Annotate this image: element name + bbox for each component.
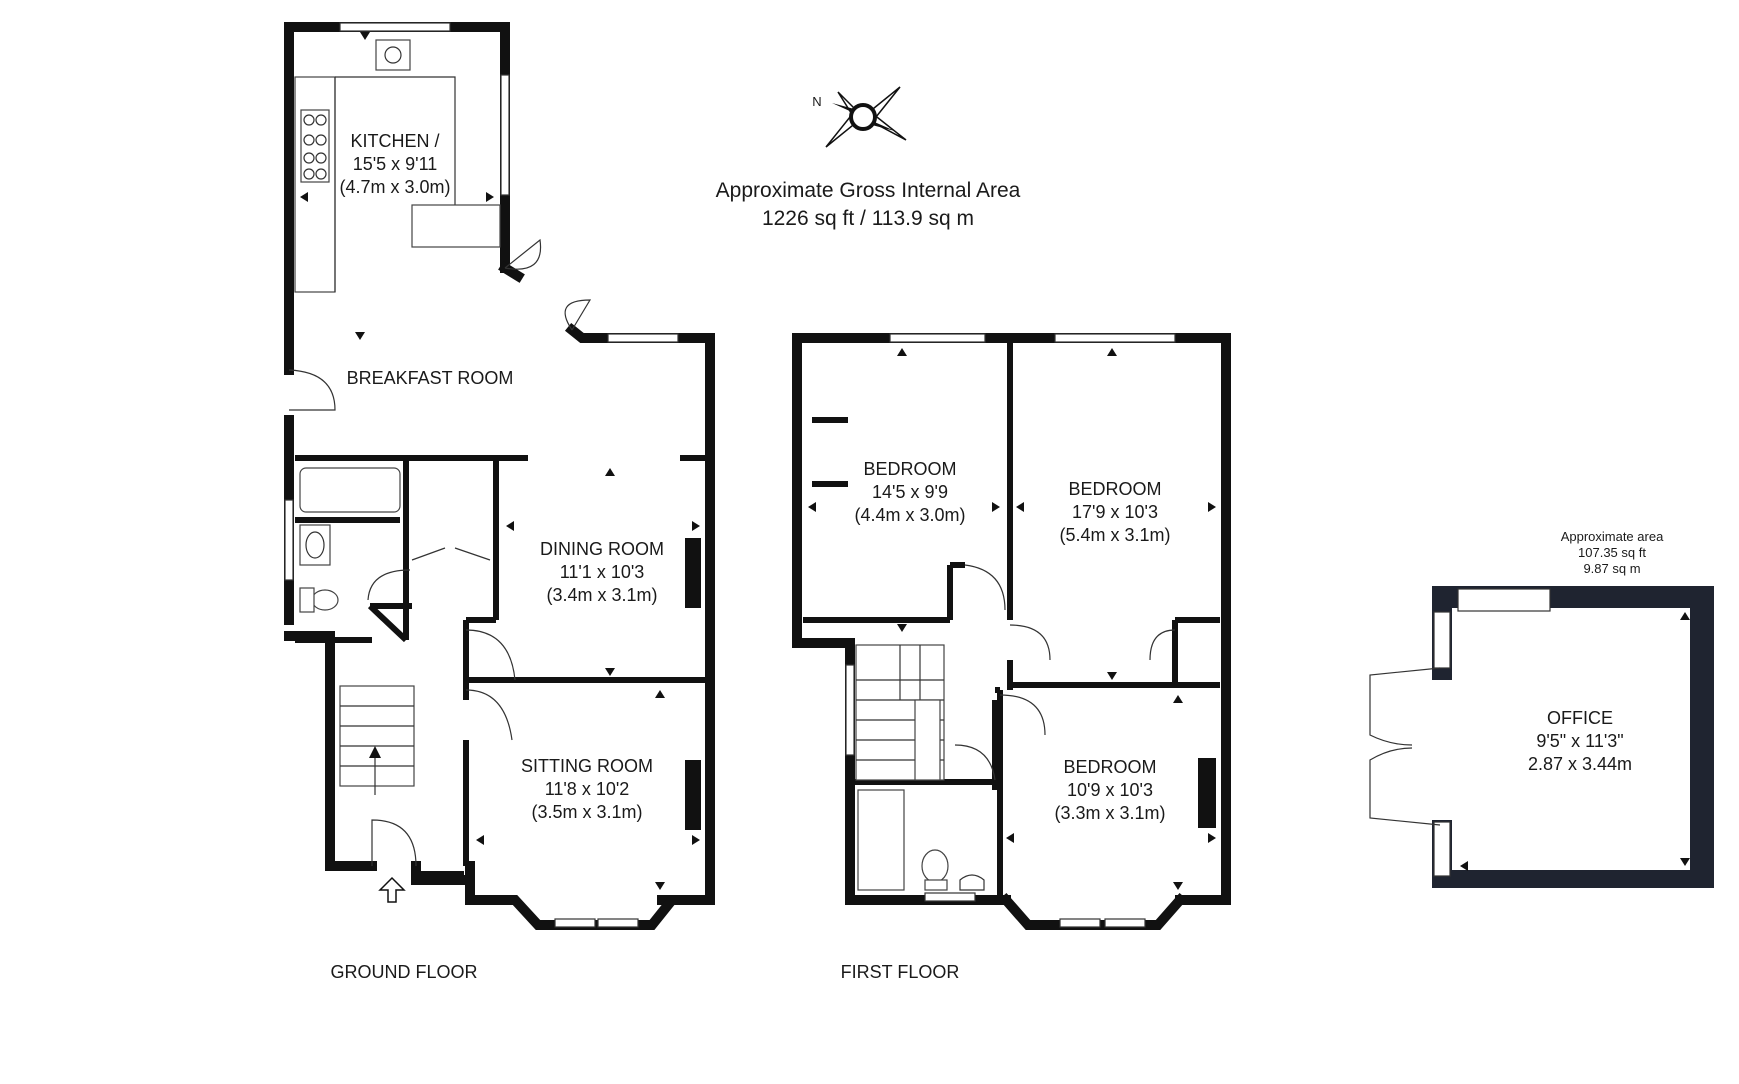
sitting-room-metric: (3.5m x 3.1m) — [531, 802, 642, 822]
first-floor-label: FIRST FLOOR — [841, 962, 960, 982]
office-area-title: Approximate area — [1561, 529, 1664, 544]
gross-area-value: 1226 sq ft / 113.9 sq m — [762, 207, 974, 230]
gross-area-title: Approximate Gross Internal Area — [716, 179, 1021, 202]
bedroom1-imperial: 14'5 x 9'9 — [872, 482, 948, 502]
ground-floor-label: GROUND FLOOR — [330, 962, 477, 982]
compass-icon — [825, 86, 907, 148]
office-imperial: 9'5" x 11'3" — [1536, 731, 1623, 751]
breakfast-room-name: BREAKFAST ROOM — [347, 368, 514, 388]
bedroom3-name: BEDROOM — [1063, 757, 1156, 777]
office-plan — [1369, 586, 1714, 888]
entrance-arrow-icon — [378, 876, 406, 903]
bedroom2-imperial: 17'9 x 10'3 — [1072, 502, 1158, 522]
stairs-icon — [339, 685, 415, 795]
office-area-sqft: 107.35 sq ft — [1578, 545, 1646, 560]
bedroom1-metric: (4.4m x 3.0m) — [854, 505, 965, 525]
sitting-room-imperial: 11'8 x 10'2 — [545, 779, 630, 799]
first-floor-plan — [792, 333, 1231, 930]
office-name: OFFICE — [1547, 708, 1613, 728]
dining-room-metric: (3.4m x 3.1m) — [546, 585, 657, 605]
office-metric: 2.87 x 3.44m — [1528, 754, 1632, 774]
kitchen-imperial: 15'5 x 9'11 — [353, 154, 438, 174]
dining-room-imperial: 11'1 x 10'3 — [560, 562, 645, 582]
dining-room-name: DINING ROOM — [540, 539, 664, 559]
bedroom2-name: BEDROOM — [1068, 479, 1161, 499]
compass-north-label: N — [812, 94, 821, 109]
bedroom3-imperial: 10'9 x 10'3 — [1067, 780, 1153, 800]
kitchen-name: KITCHEN / — [350, 131, 439, 151]
bedroom1-name: BEDROOM — [863, 459, 956, 479]
ground-floor-plan — [284, 22, 715, 930]
sitting-room-name: SITTING ROOM — [521, 756, 653, 776]
bedroom2-metric: (5.4m x 3.1m) — [1059, 525, 1170, 545]
office-area-sqm: 9.87 sq m — [1583, 561, 1640, 576]
kitchen-metric: (4.7m x 3.0m) — [339, 177, 450, 197]
stairs-first-floor-icon — [855, 644, 945, 781]
bedroom3-metric: (3.3m x 3.1m) — [1054, 803, 1165, 823]
